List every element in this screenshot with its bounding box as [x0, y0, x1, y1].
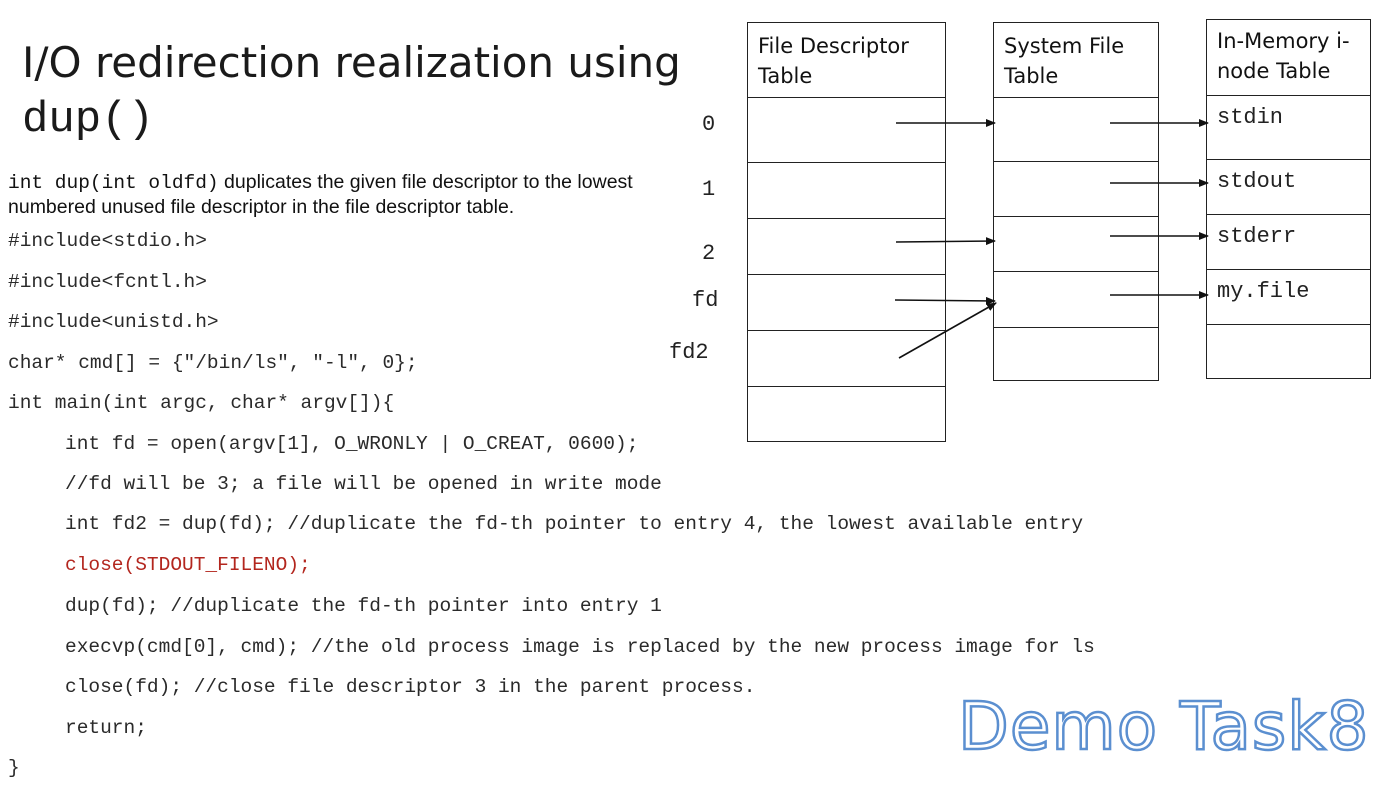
- code-line: execvp(cmd[0], cmd); //the old process i…: [65, 636, 1095, 658]
- fd-table-row: [748, 218, 945, 219]
- inode-table-row: [1207, 324, 1370, 325]
- arrow-fd2-dup-to-sys: [898, 302, 997, 359]
- code-line: char* cmd[] = {"/bin/ls", "-l", 0};: [8, 352, 418, 374]
- fd-index-label: 2: [702, 241, 716, 266]
- arrow-fd-to-sys: [894, 296, 996, 305]
- code-line: //fd will be 3; a file will be opened in…: [65, 473, 662, 495]
- code-line: #include<fcntl.h>: [8, 271, 207, 293]
- fd-index-label: 0: [702, 112, 716, 137]
- inode-entry: stdin: [1217, 105, 1284, 130]
- fd-table-row: [748, 386, 945, 387]
- code-line: #include<unistd.h>: [8, 311, 219, 333]
- slide-title: I/O redirection realization using dup(): [22, 36, 681, 147]
- fd-table-row: [748, 97, 945, 98]
- inode-table: In-Memory i-node Table stdin stdout stde…: [1206, 19, 1371, 379]
- fd-table-title: File Descriptor Table: [758, 34, 909, 88]
- system-file-table-row: [994, 271, 1158, 272]
- code-block: #include<stdio.h> #include<fcntl.h> #inc…: [8, 230, 1095, 779]
- fd-table-row: [748, 274, 945, 275]
- inode-table-row: [1207, 159, 1370, 160]
- system-file-table-row: [994, 216, 1158, 217]
- demo-label: Demo Task8: [957, 687, 1370, 767]
- fd-table-row: [748, 162, 945, 163]
- fd-table: File Descriptor Table: [747, 22, 946, 442]
- code-line: #include<stdio.h>: [8, 230, 207, 252]
- code-line: int fd = open(argv[1], O_WRONLY | O_CREA…: [65, 433, 639, 455]
- fd-table-row: [748, 330, 945, 331]
- code-line: return;: [65, 717, 147, 739]
- inode-table-row: [1207, 269, 1370, 270]
- system-file-table-row: [994, 161, 1158, 162]
- system-file-table-row: [994, 97, 1158, 98]
- system-file-table: System File Table: [993, 22, 1159, 381]
- code-line: int fd2 = dup(fd); //duplicate the fd-th…: [65, 513, 1084, 535]
- inode-table-title: In-Memory i-node Table: [1217, 29, 1350, 83]
- fd-index-label: 1: [702, 177, 716, 202]
- fd-index-label: fd2: [669, 340, 709, 365]
- code-line: }: [8, 757, 20, 779]
- system-file-table-row: [994, 327, 1158, 328]
- title-line2: dup(): [22, 95, 155, 145]
- system-file-table-title: System File Table: [1004, 34, 1125, 88]
- arrow-fd2-to-sys: [895, 237, 996, 246]
- title-line1: I/O redirection realization using: [22, 38, 681, 87]
- dup-signature: int dup(int oldfd): [8, 172, 219, 194]
- code-line: dup(fd); //duplicate the fd-th pointer i…: [65, 595, 662, 617]
- code-line: int main(int argc, char* argv[]){: [8, 392, 395, 414]
- inode-entry: stdout: [1217, 169, 1297, 194]
- inode-table-row: [1207, 214, 1370, 215]
- inode-entry: my.file: [1217, 279, 1310, 304]
- dup-description-text: duplicates the given file descriptor to …: [8, 171, 633, 218]
- dup-description: int dup(int oldfd) duplicates the given …: [8, 170, 688, 219]
- inode-table-row: [1207, 95, 1370, 96]
- inode-entry: stderr: [1217, 224, 1297, 249]
- code-line: close(fd); //close file descriptor 3 in …: [65, 676, 756, 698]
- fd-index-label: fd: [692, 288, 719, 313]
- code-line-highlighted: close(STDOUT_FILENO);: [65, 554, 311, 576]
